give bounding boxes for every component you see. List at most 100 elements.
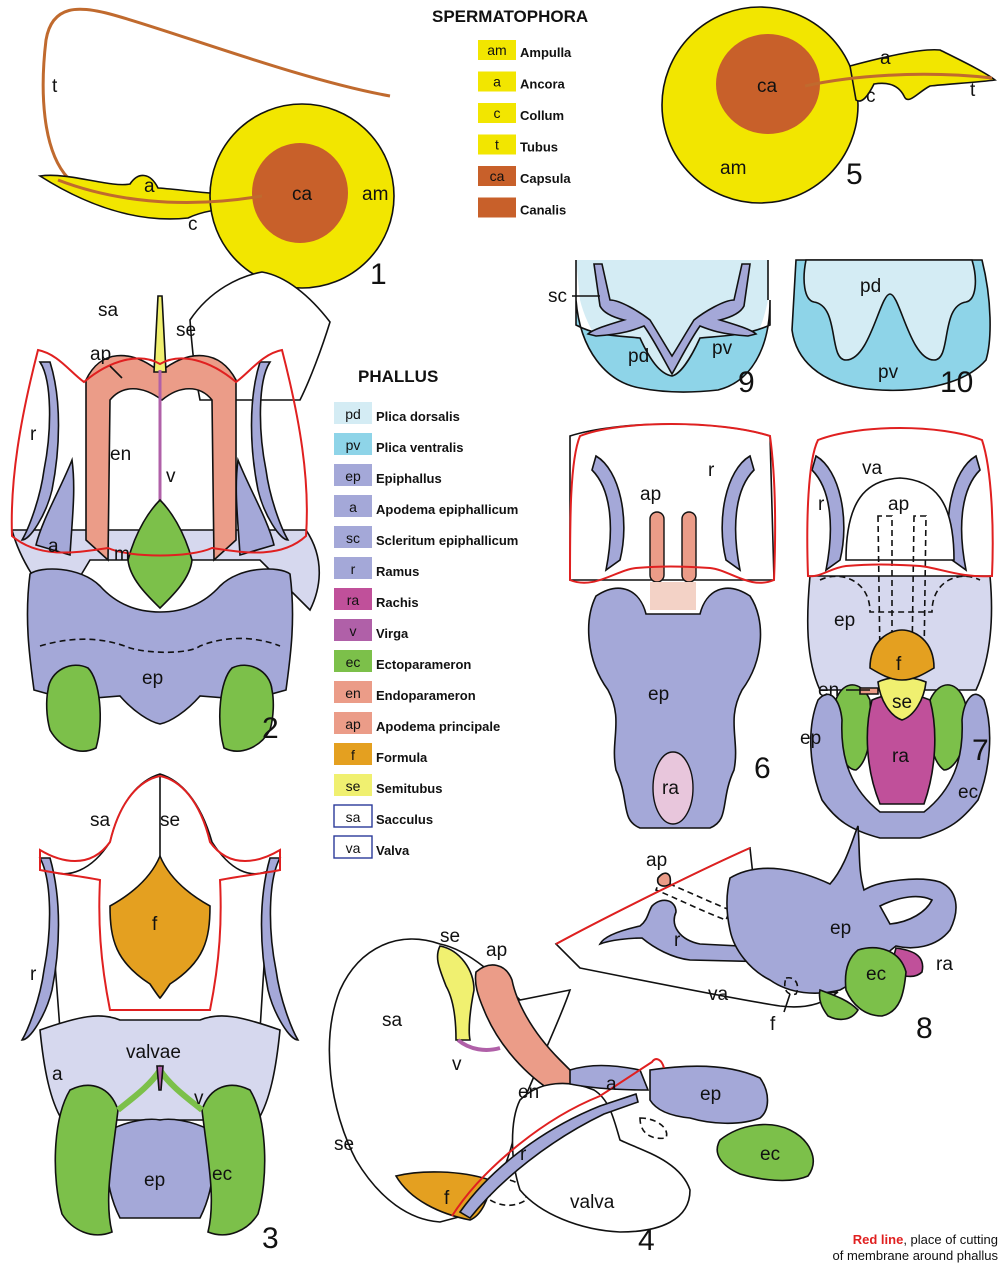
- label-pv-10: pv: [878, 362, 899, 383]
- label-en-7: en: [818, 680, 839, 701]
- legend-abbr: ep: [345, 468, 361, 484]
- legend-swatch: [478, 198, 516, 218]
- legend-abbr: sc: [346, 530, 360, 546]
- apodema-tip-8: [658, 873, 671, 886]
- membrane-6: [570, 424, 774, 580]
- label-ep-8: ep: [830, 918, 851, 939]
- legend-name: Semitubus: [376, 781, 442, 796]
- legend-item: vaValva: [334, 836, 410, 858]
- legend-item: tTubus: [478, 135, 558, 155]
- endoparameron-7: [860, 688, 878, 694]
- legend-item: ap Apodema principale: [334, 712, 500, 734]
- legend-name: Apodema principale: [376, 719, 500, 734]
- figure-10: pd pv 10: [792, 260, 990, 399]
- label-sa-4: sa: [382, 1010, 403, 1031]
- label-se-4: se: [440, 926, 460, 947]
- label-r-2: r: [30, 424, 37, 445]
- label-f-3: f: [152, 914, 158, 935]
- figure-number-8: 8: [916, 1012, 933, 1045]
- label-ra-8: ra: [936, 954, 953, 975]
- label-r-3: r: [30, 964, 37, 985]
- virga-3: [157, 1066, 163, 1090]
- legend-abbr: am: [487, 42, 506, 58]
- label-t-1: t: [52, 76, 58, 97]
- legend-name: Plica ventralis: [376, 440, 463, 455]
- legend-abbr: r: [351, 561, 356, 577]
- ramus-right-3: [262, 858, 299, 1040]
- legend-abbr: ec: [346, 654, 361, 670]
- legend-item: pd Plica dorsalis: [334, 402, 460, 424]
- figure-6: ap r ep ra 6: [570, 424, 775, 828]
- label-pv-9: pv: [712, 338, 733, 359]
- label-se-7: se: [892, 692, 912, 713]
- legend-name: Plica dorsalis: [376, 409, 460, 424]
- legend-item: pvPlica ventralis: [334, 433, 463, 455]
- ectoparameron-right-3: [202, 1085, 265, 1234]
- note-red-text: Red line: [853, 1232, 904, 1247]
- legend-item: Canalis: [478, 198, 566, 218]
- label-v-3: v: [194, 1088, 204, 1109]
- phallus-heading: PHALLUS: [358, 367, 438, 386]
- legend-item: aAncora: [478, 72, 566, 92]
- label-am-1: am: [362, 184, 388, 205]
- label-ap-6: ap: [640, 484, 661, 505]
- legend-abbr: ap: [345, 716, 361, 732]
- ectoparameron-left-2: [47, 665, 100, 751]
- label-am-5: am: [720, 158, 746, 179]
- label-f-8: f: [770, 1014, 776, 1035]
- label-r-4: r: [520, 1144, 527, 1165]
- ramus-left-7: [812, 456, 844, 570]
- label-a-3: a: [52, 1064, 63, 1085]
- legend-abbr: c: [494, 105, 501, 121]
- legend-item: ra Rachis: [334, 588, 419, 610]
- legend-item: fFormula: [334, 743, 428, 765]
- label-ca-5: ca: [757, 76, 778, 97]
- label-ca-1: ca: [292, 184, 313, 205]
- note-line-2: of membrane around phallus: [833, 1248, 999, 1263]
- label-pd-10: pd: [860, 276, 881, 297]
- label-r-6: r: [708, 460, 715, 481]
- label-ap-8: ap: [646, 850, 667, 871]
- legend-item: ec Ectoparameron: [334, 650, 471, 672]
- label-ec-3: ec: [212, 1164, 232, 1185]
- legend-name: Capsula: [520, 171, 571, 186]
- figure-number-6: 6: [754, 752, 771, 785]
- legend-name: Scleritum epiphallicum: [376, 533, 518, 548]
- legend-item: a Apodema epiphallicum: [334, 495, 518, 517]
- legend-name: Apodema epiphallicum: [376, 502, 518, 517]
- label-ra-6: ra: [662, 778, 679, 799]
- figure-2: sa se ap r en v a m ep 2: [12, 272, 330, 751]
- figure-number-5: 5: [846, 158, 863, 191]
- label-t-5: t: [970, 80, 976, 101]
- legend-abbr: a: [349, 499, 357, 515]
- label-f-7: f: [896, 654, 902, 675]
- legend-name: Endoparameron: [376, 688, 476, 703]
- label-ap-7: ap: [888, 494, 909, 515]
- legend-item: epEpiphallus: [334, 464, 442, 486]
- figure-number-4: 4: [638, 1224, 655, 1257]
- label-f-4: f: [444, 1188, 450, 1209]
- spermatophora-heading: SPERMATOPHORA: [432, 7, 588, 26]
- legend-item: sc Scleritum epiphallicum: [334, 526, 518, 548]
- legend-abbr: pd: [345, 406, 361, 422]
- legend-abbr: se: [346, 778, 361, 794]
- label-ec-7: ec: [958, 782, 978, 803]
- legend-item: se Semitubus: [334, 774, 442, 796]
- legend-abbr: ra: [347, 592, 360, 608]
- legend-abbr: va: [346, 840, 361, 856]
- legend-name: Tubus: [520, 140, 558, 155]
- figure-1: t a c ca am 1: [40, 9, 394, 291]
- ramus-left-3: [22, 858, 59, 1040]
- apodema-light-6: [650, 582, 696, 610]
- legend-name: Ectoparameron: [376, 657, 471, 672]
- legend-name: Rachis: [376, 595, 419, 610]
- label-v-4: v: [452, 1054, 462, 1075]
- valva-7: [846, 478, 954, 560]
- semitubus-2: [154, 296, 166, 372]
- figure-5: ca a c t am 5: [662, 7, 995, 203]
- label-a-4: a: [606, 1074, 617, 1095]
